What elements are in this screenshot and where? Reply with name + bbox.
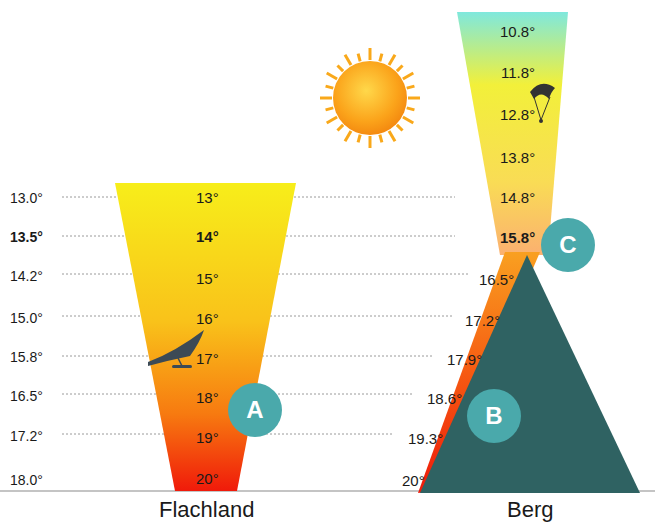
temperature-label: 14°: [196, 229, 219, 244]
temperature-label: 16.5°: [479, 272, 514, 287]
sun-ray: [407, 108, 415, 110]
temperature-label: 17.9°: [447, 352, 482, 367]
sun-ray: [320, 97, 332, 100]
sun-ray: [397, 65, 403, 71]
axis-label: 15.8°: [10, 350, 43, 364]
sun-ray: [326, 86, 334, 88]
temperature-label: 14.8°: [500, 190, 535, 205]
temperature-label: 17.2°: [465, 313, 500, 328]
temperature-label: 15°: [196, 271, 219, 286]
temperature-label: 19.3°: [408, 431, 443, 446]
temperature-label: 16°: [196, 311, 219, 326]
sun-ray: [403, 117, 413, 123]
air-column: [115, 183, 296, 491]
sun-ray: [327, 73, 337, 79]
sun-ray: [337, 65, 343, 71]
temperature-label: 10.8°: [500, 24, 535, 39]
axis-label: 18.0°: [10, 473, 43, 487]
sun-ray: [389, 131, 395, 141]
temperature-label: 19°: [196, 430, 219, 445]
temperature-label: 13.8°: [500, 150, 535, 165]
sun-ray: [337, 125, 343, 131]
hang-glider: [148, 330, 204, 368]
temperature-label: 20°: [402, 473, 425, 488]
callout-letter: B: [485, 404, 502, 428]
sun-ray: [345, 131, 351, 141]
axis-label: 13.0°: [10, 191, 43, 205]
temperature-label: 18.6°: [427, 391, 462, 406]
temperature-label: 15.8°: [500, 230, 535, 245]
temperature-label: 20°: [196, 471, 219, 486]
sun-ray: [358, 54, 360, 62]
callout-circle: A: [228, 383, 282, 437]
temperature-label: 12.8°: [500, 107, 535, 122]
sun-ray: [326, 108, 334, 110]
sun-ray: [403, 73, 413, 79]
axis-label: 16.5°: [10, 389, 43, 403]
sun-ray: [345, 55, 351, 65]
temperature-label: 18°: [196, 390, 219, 405]
temperature-label: 17°: [196, 351, 219, 366]
sun: [333, 61, 407, 135]
callout-circle: C: [541, 218, 595, 272]
temperature-label: 13°: [196, 190, 219, 205]
column-title: Flachland: [159, 499, 254, 521]
sun-ray: [369, 48, 372, 60]
axis-label: 13.5°: [10, 230, 43, 244]
sun-ray: [380, 135, 382, 143]
axis-label: 14.2°: [10, 269, 43, 283]
sun-rays: [320, 48, 420, 148]
air-column: [457, 12, 568, 255]
axis-label: 15.0°: [10, 311, 43, 325]
sun-ray: [397, 125, 403, 131]
callout-letter: A: [246, 398, 263, 422]
sun-ray: [369, 136, 372, 148]
sun-ray: [327, 117, 337, 123]
sun-ray: [358, 135, 360, 143]
temperature-label: 11.8°: [501, 65, 535, 80]
mountain: [420, 255, 640, 493]
callout-circle: B: [467, 389, 521, 443]
axis-label: 17.2°: [10, 429, 43, 443]
sun-ray: [380, 54, 382, 62]
sun-ray: [408, 97, 420, 100]
callout-letter: C: [559, 233, 576, 257]
sun-ray: [389, 55, 395, 65]
column-title: Berg: [507, 499, 553, 521]
sun-ray: [407, 86, 415, 88]
